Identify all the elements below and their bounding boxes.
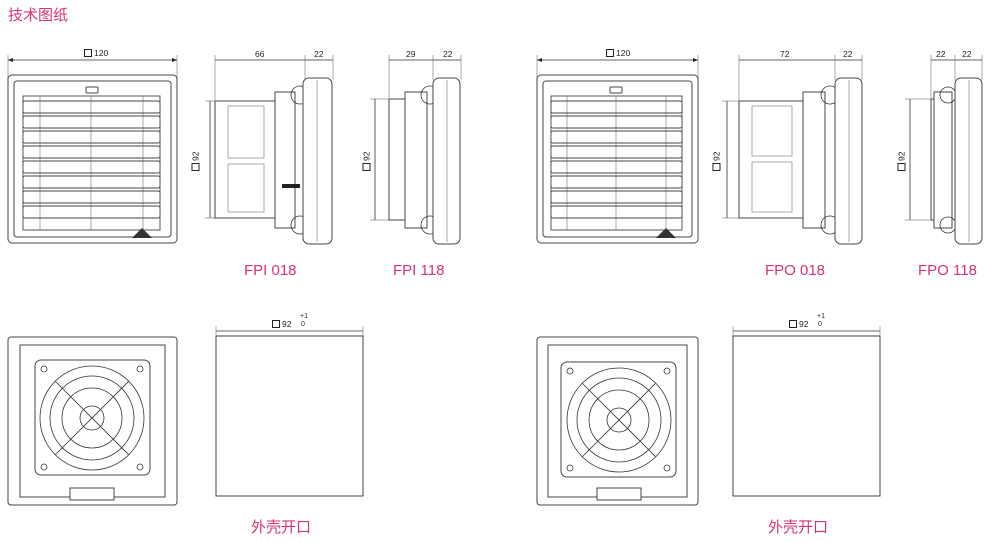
fpi-rear-view	[7, 336, 178, 506]
caption-cutout-right: 外壳开口	[768, 519, 829, 536]
cutout-right-tol-plus: +1	[817, 313, 825, 320]
fpi018-flange-dim: 22	[314, 49, 324, 59]
fpi018-depth-dim: 66	[255, 49, 265, 59]
caption-fpi118: FPI 118	[393, 262, 445, 279]
fpo118-side-view	[905, 55, 983, 245]
fpo118-height-dim: 92	[896, 152, 906, 171]
cutout-right	[732, 326, 881, 497]
fpi118-height-dim: 92	[361, 152, 371, 171]
cutout-left-dim: 92	[272, 320, 291, 329]
fpi018-front-view	[7, 55, 178, 244]
fpo018-front-view	[536, 55, 699, 244]
caption-fpi018: FPI 018	[244, 262, 297, 279]
fpo118-flange-dim: 22	[962, 49, 972, 59]
cutout-right-dim: 92	[789, 320, 808, 329]
fpi018-width-dim: 120	[84, 49, 108, 58]
caption-fpo018: FPO 018	[765, 262, 826, 279]
fpo118-depth-dim: 22	[936, 49, 946, 59]
caption-fpo118: FPO 118	[918, 262, 977, 279]
fpi118-depth-dim: 29	[406, 49, 416, 59]
fpo-rear-view	[536, 336, 699, 506]
fpo018-width-dim: 120	[606, 49, 630, 58]
fpo018-height-dim: 92	[711, 152, 721, 171]
cutout-right-tol-zero: 0	[818, 321, 822, 328]
fpi118-side-view	[370, 55, 462, 245]
cutout-left	[215, 326, 364, 497]
caption-cutout-left: 外壳开口	[251, 519, 312, 536]
fpi118-flange-dim: 22	[443, 49, 453, 59]
page-title: 技术图纸	[8, 7, 69, 24]
fpi018-side-view	[205, 55, 334, 245]
fpo018-flange-dim: 22	[843, 49, 853, 59]
fpi018-height-dim: 92	[190, 152, 200, 171]
fpo018-depth-dim: 72	[780, 49, 790, 59]
cutout-left-tol-plus: +1	[300, 313, 308, 320]
fpo018-side-view	[722, 55, 863, 245]
cutout-left-tol-zero: 0	[301, 321, 305, 328]
